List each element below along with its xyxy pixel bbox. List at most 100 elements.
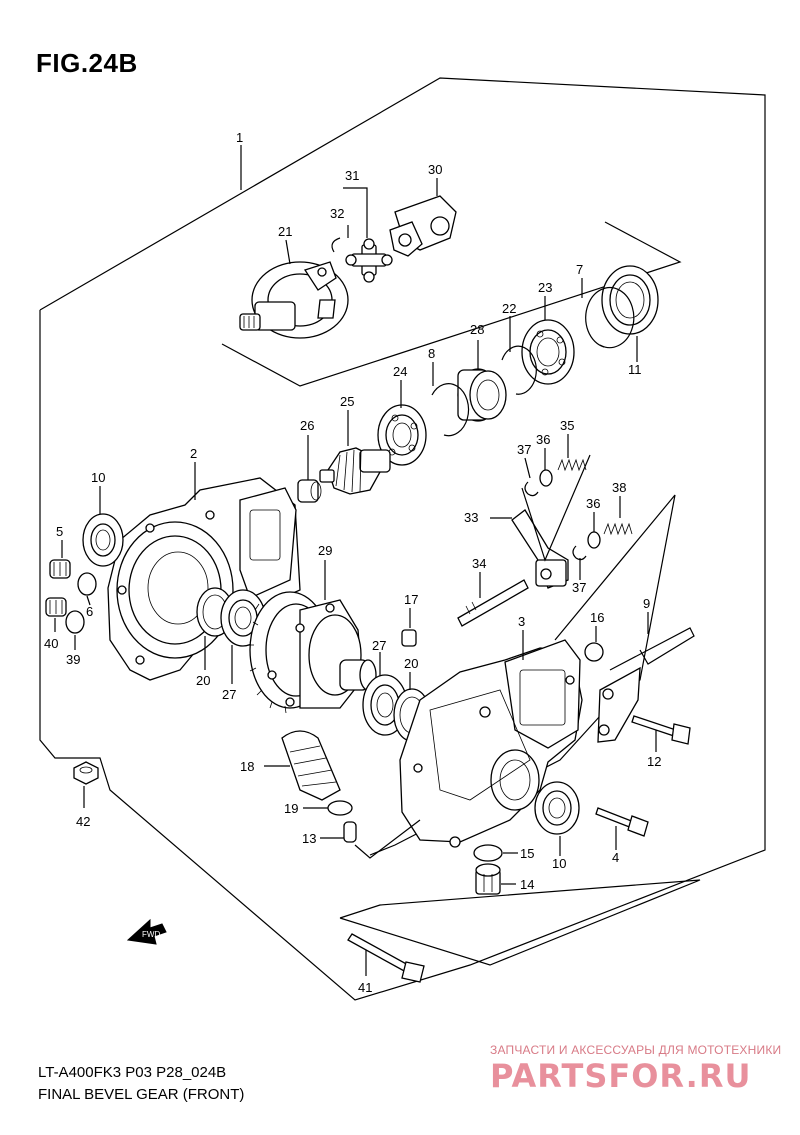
callout-18: 18: [240, 759, 254, 774]
callout-21: 21: [278, 224, 292, 239]
callout-22: 22: [502, 301, 516, 316]
leader-line: [524, 457, 531, 479]
shaft-part-34: [457, 579, 529, 627]
callout-8: 8: [428, 346, 435, 361]
washer-part-15: [473, 844, 503, 862]
callout-4: 4: [612, 850, 619, 865]
leader-line: [521, 454, 591, 562]
circlip-part-37-upper: [524, 481, 539, 497]
circlip-part-32: [331, 237, 341, 253]
washer-part-39: [65, 610, 85, 634]
circlip-part-7: [585, 287, 635, 349]
callout-15: 15: [520, 846, 534, 861]
plug-part-16: [584, 642, 604, 662]
circlip-part-8: [431, 383, 470, 437]
figure-title: FIG.24B: [36, 48, 138, 78]
plug-part-40: [45, 597, 67, 617]
leader-line: [86, 595, 91, 606]
universal-joint-spider-part-31: [345, 238, 393, 283]
callout-40: 40: [44, 636, 58, 651]
callout-27-right: 27: [372, 638, 386, 653]
callout-12: 12: [647, 754, 661, 769]
diagram-caption: FINAL BEVEL GEAR (FRONT): [38, 1086, 245, 1103]
callout-13: 13: [302, 831, 316, 846]
oil-seal-part-11: [601, 265, 659, 335]
washer-part-36-upper: [539, 469, 553, 487]
subassembly-outline-bottom: [339, 879, 701, 966]
callout-33: 33: [464, 510, 478, 525]
needle-bearing-part-26: [297, 479, 322, 503]
nut-part-14: [475, 863, 501, 895]
model-code: LT-A400FK3 P03 P28_024B: [38, 1064, 227, 1081]
callout-42: 42: [76, 814, 90, 829]
callout-24: 24: [393, 364, 407, 379]
subassembly-outline-upper: [221, 221, 682, 387]
watermark-brand: PARTSFOR.RU: [490, 1057, 751, 1095]
callout-41: 41: [358, 980, 372, 995]
differential-ring-gear-part-29: [248, 591, 377, 714]
bearing-part-24: [377, 404, 427, 466]
callout-16: 16: [590, 610, 604, 625]
callout-19: 19: [284, 801, 298, 816]
bearing-part-23: [521, 319, 575, 385]
yoke-part-30: [389, 195, 457, 257]
callout-2: 2: [190, 446, 197, 461]
callout-10-left: 10: [91, 470, 105, 485]
gear-case-part-2: [107, 477, 301, 681]
callout-6: 6: [86, 604, 93, 619]
coupling-yoke-part-21: [239, 261, 349, 339]
callout-38: 38: [612, 480, 626, 495]
bolt-part-41: [347, 933, 425, 983]
callout-26: 26: [300, 418, 314, 433]
assembly-outline: [39, 77, 766, 1001]
callout-9: 9: [643, 596, 650, 611]
callout-20-right: 20: [404, 656, 418, 671]
bracket-part-9: [597, 627, 695, 743]
callout-36-upper: 36: [536, 432, 550, 447]
washer-part-36-lower: [587, 531, 601, 549]
callout-25: 25: [340, 394, 354, 409]
shift-fork-part-33: [511, 509, 569, 589]
drive-bevel-gear-part-25: [319, 447, 391, 495]
clamp-part-19: [327, 800, 353, 816]
watermark-subtitle: ЗАПЧАСТИ И АКСЕССУАРЫ ДЛЯ МОТОТЕХНИКИ: [490, 1043, 782, 1057]
callout-35: 35: [560, 418, 574, 433]
callout-11: 11: [628, 362, 642, 377]
leader-line: [285, 239, 291, 265]
callout-10-right: 10: [552, 856, 566, 871]
forward-direction-arrow: FWD: [126, 918, 167, 945]
callout-17: 17: [404, 592, 418, 607]
callout-20-left: 20: [196, 673, 210, 688]
callout-39: 39: [66, 652, 80, 667]
callout-5: 5: [56, 524, 63, 539]
callout-27-left: 27: [222, 687, 236, 702]
callout-32: 32: [330, 206, 344, 221]
gear-case-part-3: [399, 639, 583, 848]
fwd-label: FWD: [142, 930, 160, 939]
plug-part-17: [401, 629, 417, 647]
callout-30: 30: [428, 162, 442, 177]
oil-seal-part-10-left: [82, 513, 124, 567]
spring-part-38: [603, 522, 633, 536]
boot-part-18: [281, 730, 341, 801]
callout-37-lower: 37: [572, 580, 586, 595]
leader-line: [343, 187, 368, 238]
callout-28: 28: [470, 322, 484, 337]
bolt-part-12: [631, 715, 691, 745]
callout-3: 3: [518, 614, 525, 629]
callout-14: 14: [520, 877, 534, 892]
callout-37-upper: 37: [517, 442, 531, 457]
callout-1: 1: [236, 130, 243, 145]
callout-7: 7: [576, 262, 583, 277]
bolt-part-4: [595, 807, 649, 837]
nut-part-42: [73, 761, 99, 785]
washer-part-6: [77, 572, 97, 596]
callout-23: 23: [538, 280, 552, 295]
plug-part-5: [49, 559, 71, 579]
callout-34: 34: [472, 556, 486, 571]
oil-seal-part-10-right: [534, 781, 580, 835]
spring-part-35: [557, 458, 587, 472]
callout-36-lower: 36: [586, 496, 600, 511]
